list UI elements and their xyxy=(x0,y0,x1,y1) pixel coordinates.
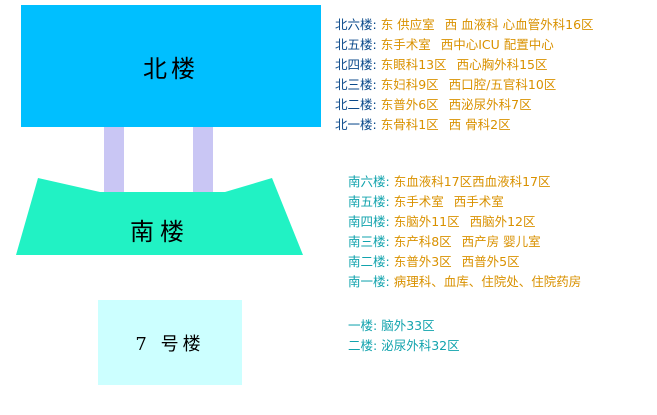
south-floor-list: 南六楼: 东血液科17区西血液科17区 南五楼: 东手术室西手术室 南四楼: 东… xyxy=(348,172,581,292)
building7-label: 7 号楼 xyxy=(135,333,205,355)
dept: 脑外33区 xyxy=(381,318,435,333)
south-floor-row: 南五楼: 东手术室西手术室 xyxy=(348,192,581,212)
north-building-label: 北楼 xyxy=(143,54,199,83)
north-building: 北楼 xyxy=(21,5,321,127)
east-dept: 东产科8区 xyxy=(393,234,452,249)
south-floor-row: 南一楼: 病理科、血库、住院处、住院药房 xyxy=(348,272,581,292)
floor-label: 北三楼: xyxy=(335,77,377,92)
east-dept: 东骨科1区 xyxy=(380,117,439,132)
building7-floor-row: 二楼: 泌尿外科32区 xyxy=(348,336,460,356)
floor-label: 南三楼: xyxy=(348,234,390,249)
west-dept: 西普外5区 xyxy=(461,254,520,269)
west-dept: 西脑外12区 xyxy=(469,214,536,229)
north-floor-row: 北一楼: 东骨科1区西 骨科2区 xyxy=(335,115,594,135)
north-floor-row: 北二楼: 东普外6区西泌尿外科7区 xyxy=(335,95,594,115)
north-floor-row: 北四楼: 东眼科13区西心胸外科15区 xyxy=(335,55,594,75)
floor-label: 南四楼: xyxy=(348,214,390,229)
east-dept: 东妇科9区 xyxy=(380,77,439,92)
building7: 7 号楼 xyxy=(98,300,242,385)
north-floor-row: 北五楼: 东手术室西中心ICU 配置中心 xyxy=(335,35,594,55)
south-floor-row: 南六楼: 东血液科17区西血液科17区 xyxy=(348,172,581,192)
east-dept: 东普外6区 xyxy=(380,97,439,112)
west-dept: 西 血液科 心血管外科16区 xyxy=(444,17,594,32)
building7-floor-list: 一楼: 脑外33区 二楼: 泌尿外科32区 xyxy=(348,316,460,356)
floor-label: 一楼: xyxy=(348,318,378,333)
south-building-label: 南楼 xyxy=(130,218,190,246)
floor-label: 南二楼: xyxy=(348,254,390,269)
east-dept: 东血液科17区 xyxy=(393,174,473,189)
floor-label: 南一楼: xyxy=(348,274,390,289)
east-dept: 东眼科13区 xyxy=(380,57,447,72)
south-floor-row: 南三楼: 东产科8区西产房 婴儿室 xyxy=(348,232,581,252)
west-dept: 西 骨科2区 xyxy=(448,117,511,132)
south-floor-row: 南四楼: 东脑外11区西脑外12区 xyxy=(348,212,581,232)
west-dept: 西血液科17区 xyxy=(472,174,551,189)
west-dept: 西产房 婴儿室 xyxy=(461,234,541,249)
floor-label: 南六楼: xyxy=(348,174,390,189)
north-floor-list: 北六楼: 东 供应室西 血液科 心血管外科16区 北五楼: 东手术室西中心ICU… xyxy=(335,15,594,135)
west-dept: 西泌尿外科7区 xyxy=(448,97,532,112)
east-dept: 东 供应室 xyxy=(380,17,435,32)
west-dept: 西手术室 xyxy=(453,194,504,209)
west-dept: 西心胸外科15区 xyxy=(456,57,548,72)
floor-label: 北六楼: xyxy=(335,17,377,32)
floor-label: 北二楼: xyxy=(335,97,377,112)
east-dept: 东手术室 xyxy=(393,194,444,209)
east-dept: 东普外3区 xyxy=(393,254,452,269)
south-building-shape xyxy=(16,178,303,255)
south-building xyxy=(16,178,303,255)
floor-label: 北五楼: xyxy=(335,37,377,52)
east-dept: 东脑外11区 xyxy=(393,214,460,229)
building7-floor-row: 一楼: 脑外33区 xyxy=(348,316,460,336)
north-floor-row: 北三楼: 东妇科9区西口腔/五官科10区 xyxy=(335,75,594,95)
floor-label: 南五楼: xyxy=(348,194,390,209)
west-dept: 西口腔/五官科10区 xyxy=(448,77,557,92)
bridge-left xyxy=(104,127,124,193)
dept: 泌尿外科32区 xyxy=(381,338,460,353)
floor-label: 二楼: xyxy=(348,338,378,353)
north-floor-row: 北六楼: 东 供应室西 血液科 心血管外科16区 xyxy=(335,15,594,35)
east-dept: 东手术室 xyxy=(380,37,431,52)
west-dept: 西中心ICU 配置中心 xyxy=(440,37,554,52)
bridge-right xyxy=(193,127,213,193)
south-floor-row: 南二楼: 东普外3区西普外5区 xyxy=(348,252,581,272)
floor-label: 北四楼: xyxy=(335,57,377,72)
east-dept: 病理科、血库、住院处、住院药房 xyxy=(393,274,582,289)
floor-label: 北一楼: xyxy=(335,117,377,132)
